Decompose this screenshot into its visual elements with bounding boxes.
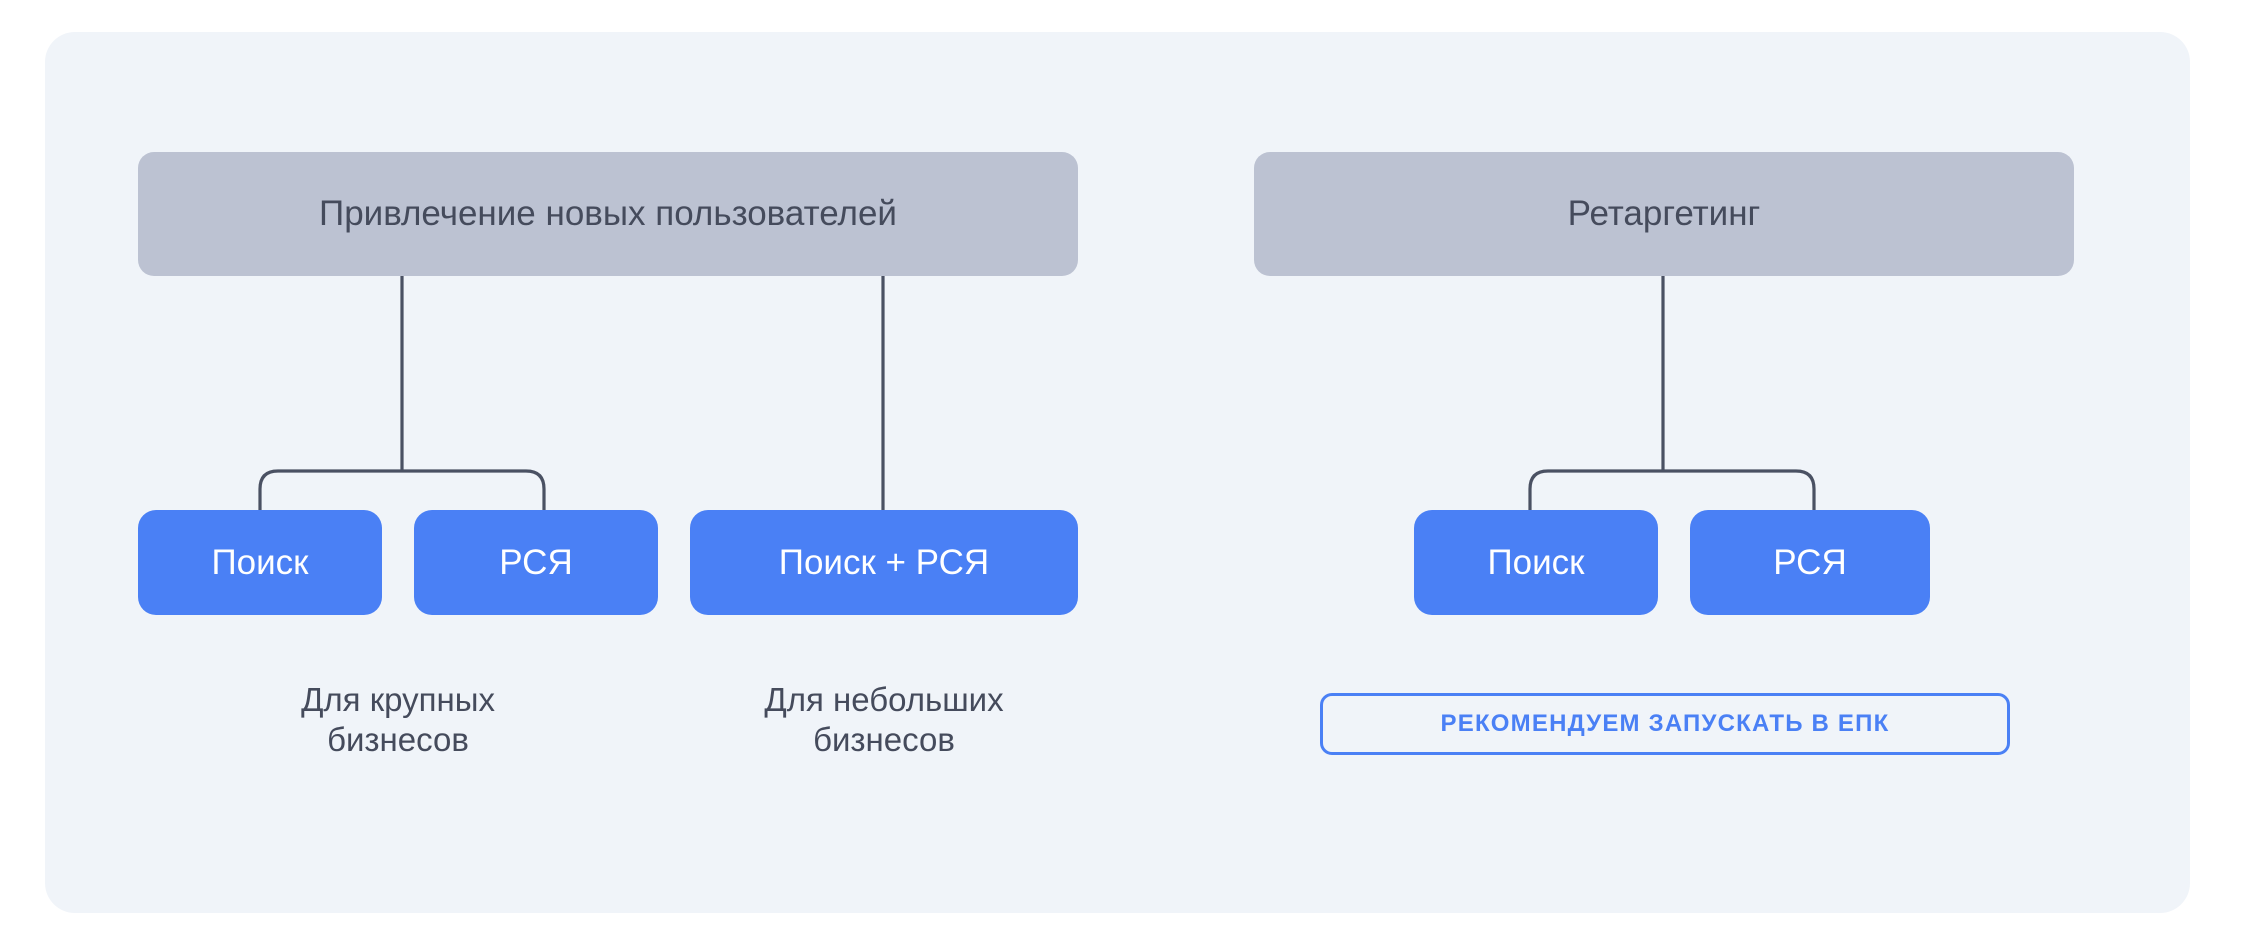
caption-small-business: Для небольших бизнесов bbox=[714, 680, 1054, 761]
node-retargeting-rsya[interactable]: РСЯ bbox=[1690, 510, 1930, 615]
caption-small-business-line1: Для небольших bbox=[764, 681, 1004, 718]
node-acquisition-rsya[interactable]: РСЯ bbox=[414, 510, 658, 615]
caption-small-business-line2: бизнесов bbox=[813, 721, 955, 759]
node-acquisition-search[interactable]: Поиск bbox=[138, 510, 382, 615]
node-retargeting-search[interactable]: Поиск bbox=[1414, 510, 1658, 615]
caption-large-business-line1: Для крупных bbox=[301, 681, 495, 718]
status-badge-epk-recommendation: РЕКОМЕНДУЕМ ЗАПУСКАТЬ В ЕПК bbox=[1320, 693, 2010, 755]
caption-large-business: Для крупных бизнесов bbox=[258, 680, 538, 761]
node-acquisition-combined[interactable]: Поиск + РСЯ bbox=[690, 510, 1078, 615]
caption-large-business-line2: бизнесов bbox=[327, 721, 469, 759]
node-retargeting-header[interactable]: Ретаргетинг bbox=[1254, 152, 2074, 276]
node-acquisition-header[interactable]: Привлечение новых пользователей bbox=[138, 152, 1078, 276]
